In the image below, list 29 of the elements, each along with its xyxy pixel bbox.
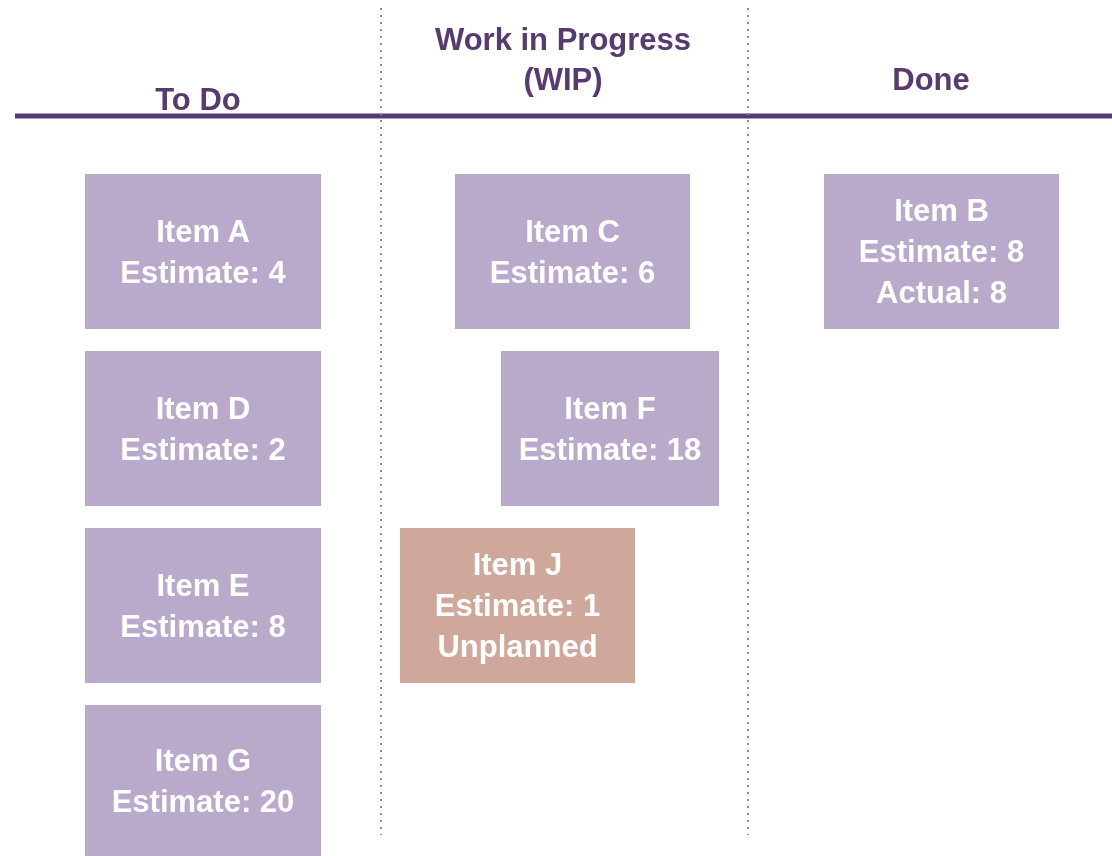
card-text: Estimate: 2 [120,430,286,469]
task-card [85,174,321,329]
card-text: Item E [156,566,250,605]
task-card [85,705,321,856]
task-card [501,351,719,506]
column-heading: Work in Progress (WIP) [433,21,693,99]
card-text: Item F [564,389,656,428]
card-text: Estimate: 8 [858,233,1025,271]
task-card [400,528,635,683]
card-text: Item G [154,741,252,780]
card-text: Estimate: 1 [434,587,601,625]
card-text: Estimate: 8 [120,607,286,646]
card-text: Item D [155,389,251,428]
card-text: Estimate: 4 [120,253,286,292]
card-text: Item A [156,212,250,251]
task-card [85,528,321,683]
column-heading: Done [891,61,971,99]
task-card [455,174,690,329]
card-text: Item J [472,546,563,584]
column-heading: To Do [154,81,242,119]
card-text: Item C [525,212,620,251]
task-card [824,174,1059,329]
card-text: Estimate: 6 [489,253,656,292]
card-text: Estimate: 18 [518,430,702,469]
card-text: Actual: 8 [876,274,1007,312]
card-text: Estimate: 20 [111,782,295,821]
card-text: Unplanned [437,628,598,666]
task-card [85,351,321,506]
card-text: Item B [894,192,989,230]
